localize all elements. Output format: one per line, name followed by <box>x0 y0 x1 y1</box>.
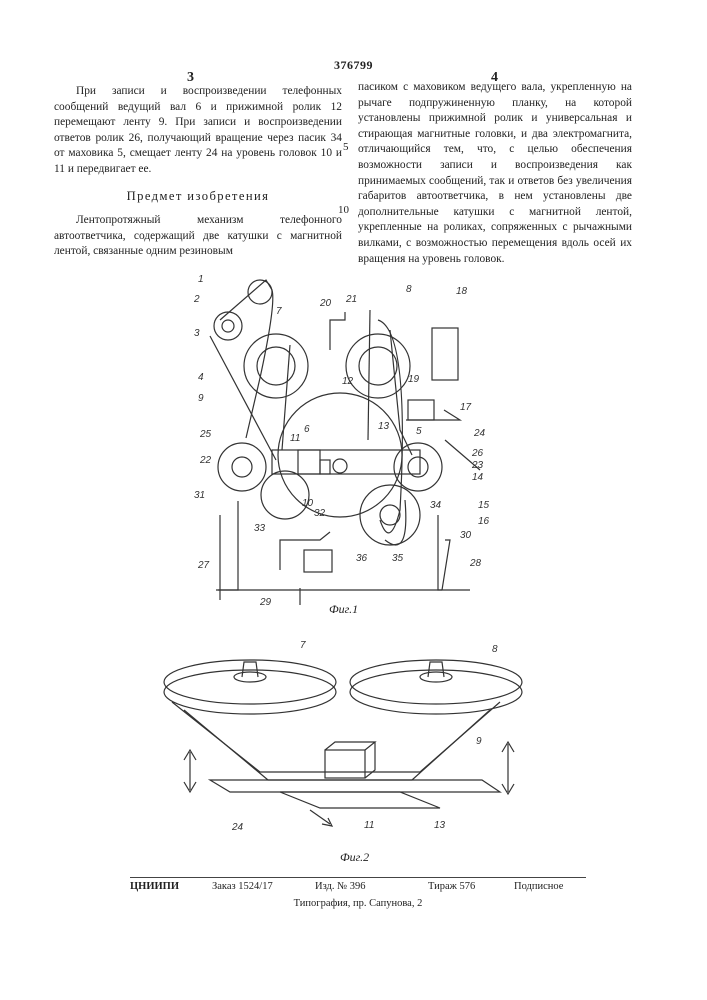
footer-printer: Типография, пр. Сапунова, 2 <box>130 898 586 909</box>
label-11: 11 <box>290 433 300 444</box>
label-24: 24 <box>473 428 486 439</box>
reel-25 <box>218 443 266 491</box>
paragraph-claim-continued: пасиком с маховиком ведущего вала, укреп… <box>358 80 632 267</box>
flywheel-5 <box>278 393 402 517</box>
label-35: 35 <box>392 553 404 564</box>
label-7: 7 <box>276 306 282 317</box>
paragraph-operation: При записи и воспроизведении телефонных … <box>54 84 342 178</box>
footer-org: ЦНИИПИ <box>130 881 179 892</box>
label-20: 20 <box>319 298 332 309</box>
label-22: 22 <box>199 455 212 466</box>
line-number-10: 10 <box>338 204 349 216</box>
label-2: 2 <box>193 294 200 305</box>
label-15: 15 <box>478 500 490 511</box>
roller-3 <box>214 312 242 340</box>
label-27: 27 <box>197 560 210 571</box>
fig2-label-8: 8 <box>492 644 498 655</box>
label-14: 14 <box>472 472 484 483</box>
label-18: 18 <box>456 286 468 297</box>
fig2-label-24: 24 <box>231 822 244 833</box>
figure-2-caption: Фиг.2 <box>340 850 369 865</box>
label-32: 32 <box>314 508 326 519</box>
footer-divider-top <box>130 877 586 878</box>
paragraph-claim-start: Лентопротяжный механизм телефонного авто… <box>54 213 342 260</box>
fig2-label-7: 7 <box>300 640 306 651</box>
tape-24 <box>210 780 500 792</box>
footer-order: Заказ 1524/17 <box>212 881 273 892</box>
label-6: 6 <box>304 424 310 435</box>
label-29: 29 <box>259 597 272 608</box>
right-column: пасиком с маховиком ведущего вала, укреп… <box>358 80 632 267</box>
patent-number: 376799 <box>0 58 707 73</box>
label-16: 16 <box>478 516 490 527</box>
label-21: 21 <box>345 294 357 305</box>
label-26: 26 <box>471 448 484 459</box>
footer-edition: Изд. № 396 <box>315 881 366 892</box>
electromagnet-18 <box>432 328 458 380</box>
left-column-paragraph-1: При записи и воспроизведении телефонных … <box>54 84 342 178</box>
label-8: 8 <box>406 284 412 295</box>
figure-2-drawing: 7 8 9 24 11 13 <box>150 632 530 842</box>
reel-8 <box>346 334 410 398</box>
label-28: 28 <box>469 558 482 569</box>
footer-circulation: Тираж 576 <box>428 881 475 892</box>
label-36: 36 <box>356 553 368 564</box>
footer-subscription: Подписное <box>514 881 563 892</box>
fig2-label-13: 13 <box>434 820 446 831</box>
section-title: Предмет изобретения <box>54 189 342 204</box>
pulley-35 <box>360 485 420 545</box>
fig2-label-9: 9 <box>476 736 482 747</box>
label-9: 9 <box>198 393 204 404</box>
label-3: 3 <box>194 328 200 339</box>
reel-7 <box>244 334 308 398</box>
label-30: 30 <box>460 530 472 541</box>
label-5: 5 <box>416 426 422 437</box>
label-31: 31 <box>194 490 205 501</box>
label-10: 10 <box>302 498 314 509</box>
plate-13 <box>280 792 440 808</box>
label-33: 33 <box>254 523 266 534</box>
line-number-5: 5 <box>343 141 349 153</box>
label-25: 25 <box>199 429 212 440</box>
label-4: 4 <box>198 372 204 383</box>
label-12: 12 <box>342 376 354 387</box>
electromagnet-33 <box>304 550 332 572</box>
head-11 <box>325 750 365 778</box>
left-column-paragraph-2: Лентопротяжный механизм телефонного авто… <box>54 213 342 260</box>
label-13: 13 <box>378 421 390 432</box>
electromagnet-19 <box>408 400 434 420</box>
figure-1-drawing: 1 2 3 4 9 25 22 31 7 20 21 8 18 12 19 17… <box>180 270 500 610</box>
reel-10-31 <box>261 471 309 519</box>
label-1: 1 <box>198 274 204 285</box>
label-23: 23 <box>471 460 484 471</box>
label-19: 19 <box>408 374 420 385</box>
fig2-label-11: 11 <box>364 820 374 831</box>
label-17: 17 <box>460 402 472 413</box>
figure-1-caption: Фиг.1 <box>329 602 358 617</box>
label-34: 34 <box>430 500 442 511</box>
